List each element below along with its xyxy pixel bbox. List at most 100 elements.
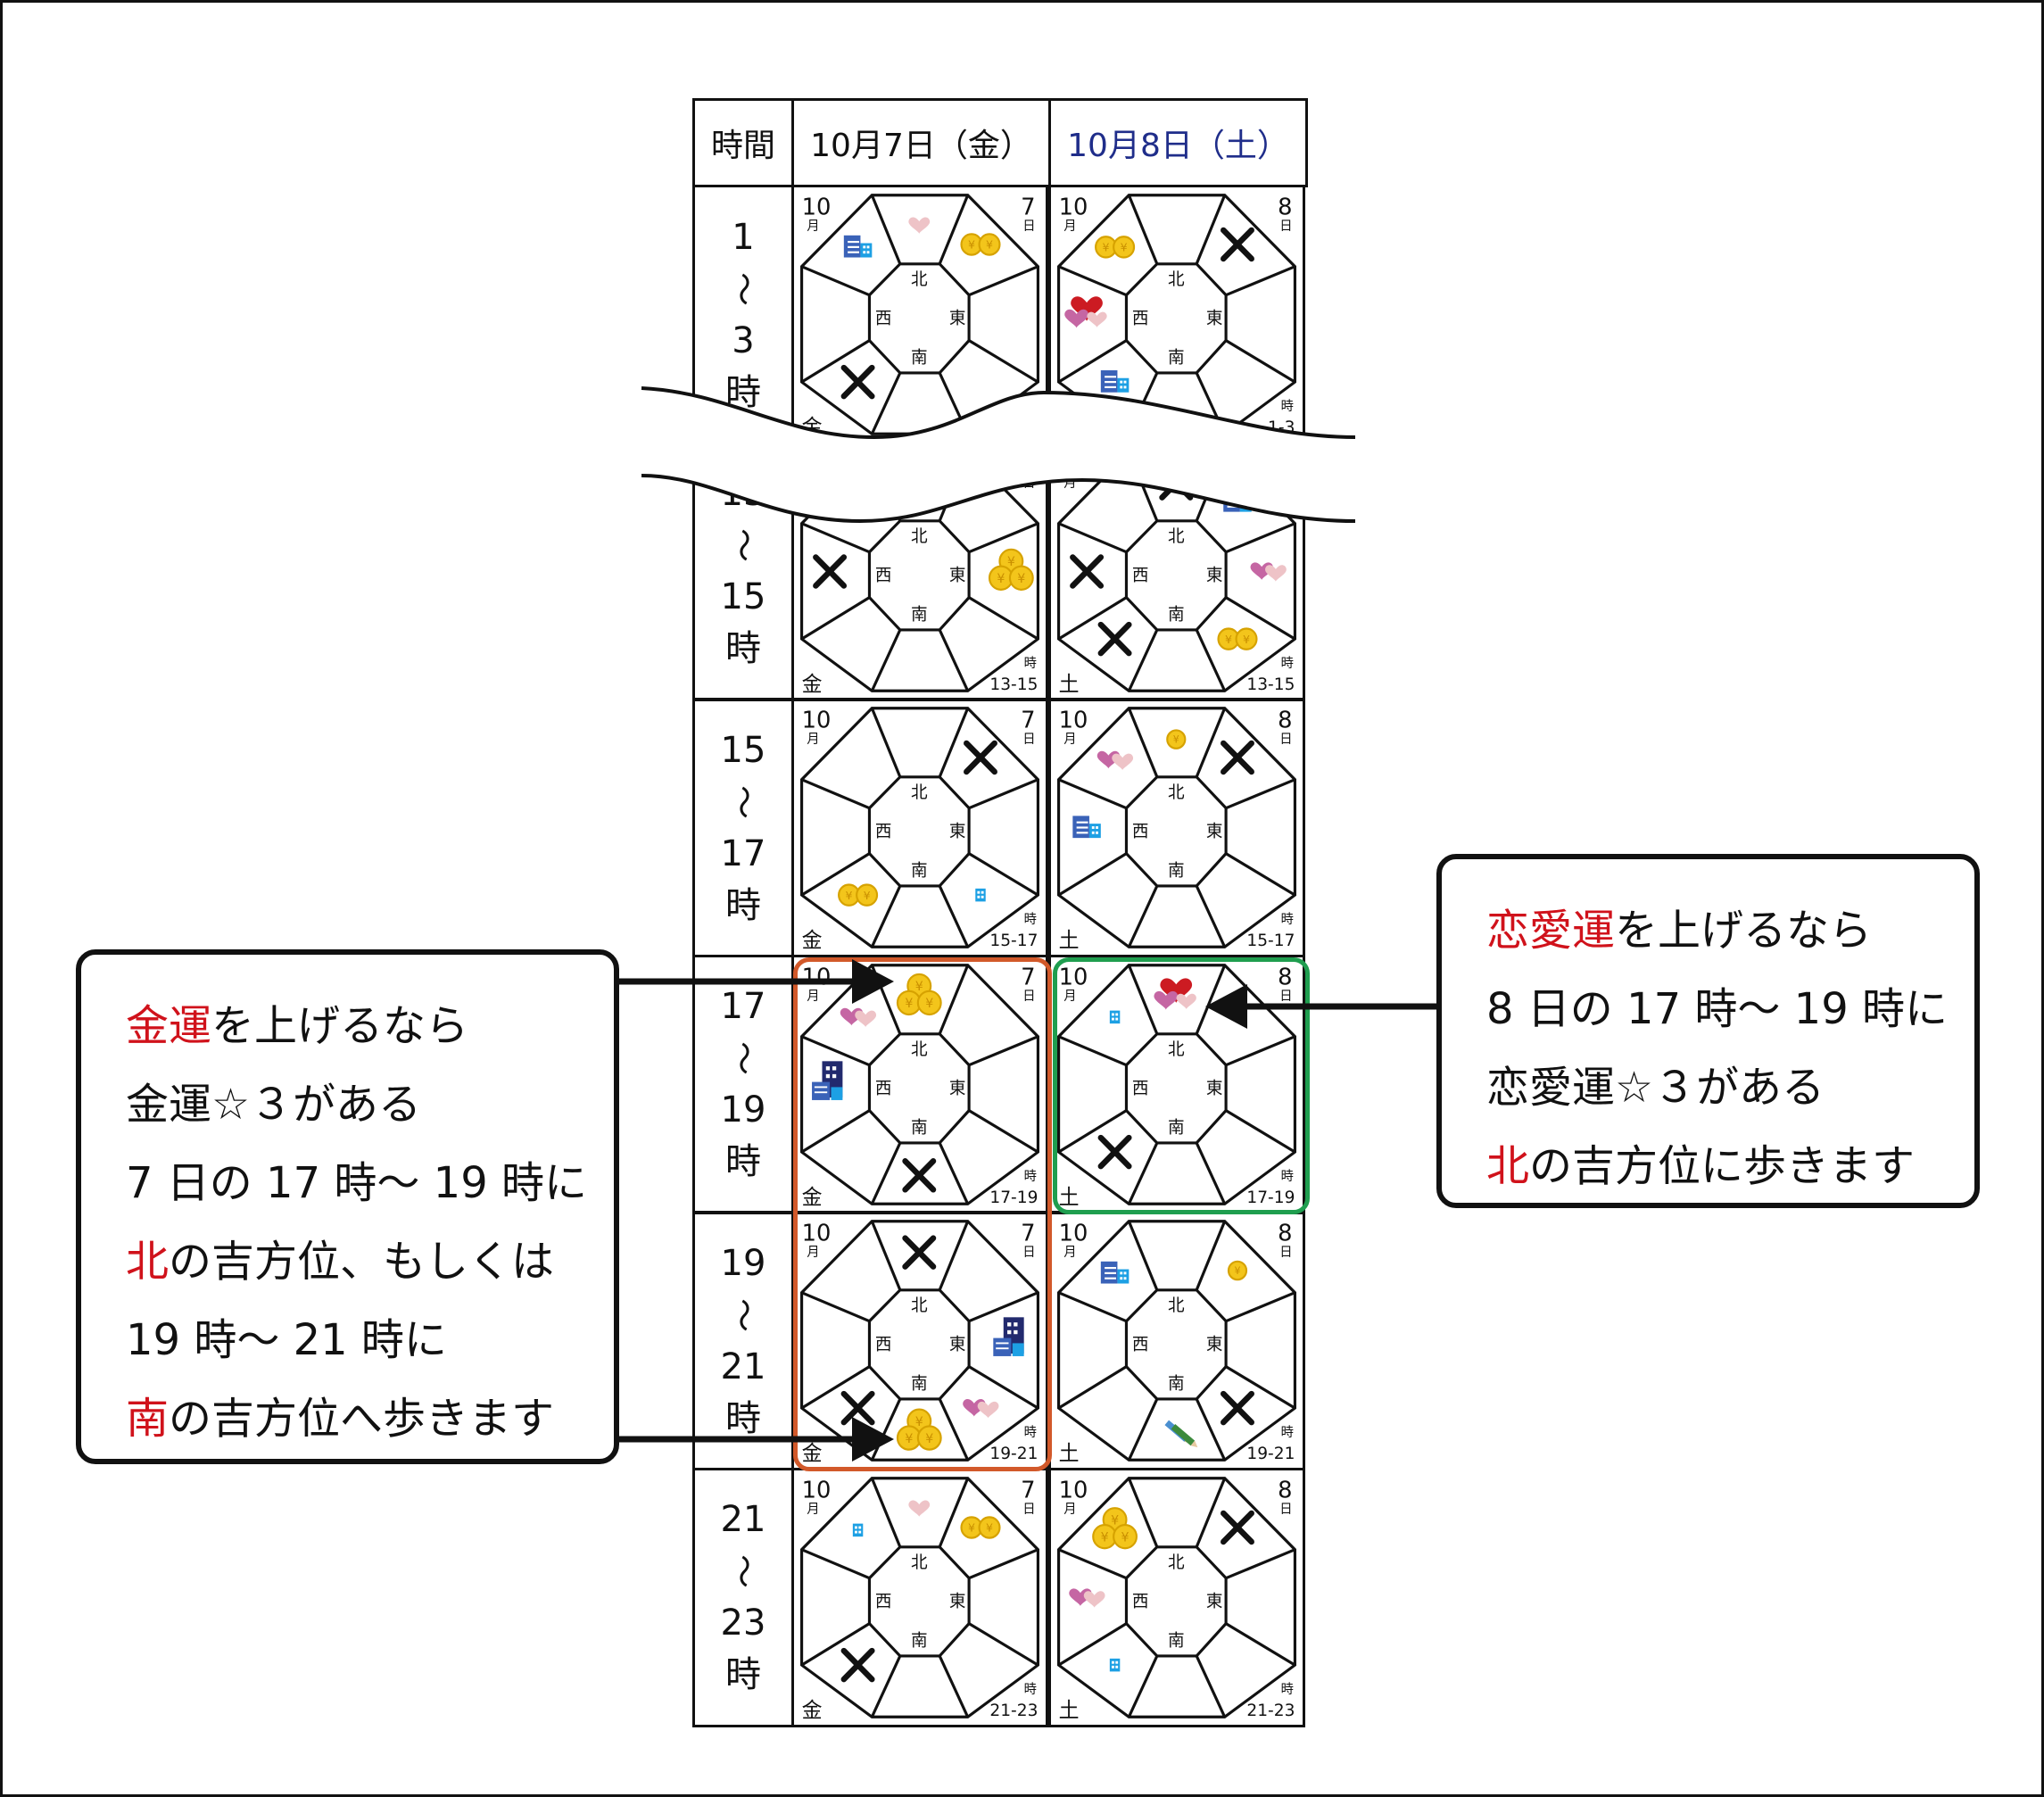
hour-range: 13-15 bbox=[1246, 675, 1295, 693]
day-unit: 日 bbox=[1279, 733, 1292, 747]
emphasis-text: 金運 bbox=[126, 1001, 212, 1051]
direction-chart-cell: 北 西 東 南 10 月 7 日 金 時 1-3 ¥¥ bbox=[791, 185, 1048, 444]
direction-east: 東 bbox=[949, 822, 966, 841]
direction-west: 西 bbox=[875, 566, 892, 584]
svg-text:¥: ¥ bbox=[846, 889, 853, 902]
month-unit: 月 bbox=[807, 219, 819, 234]
month-unit: 月 bbox=[807, 733, 819, 747]
bad-direction-x-icon bbox=[902, 1235, 937, 1270]
day-number: 7 bbox=[1021, 1477, 1035, 1503]
direction-chart-cell: 北 西 東 南 10 月 7 日 金 時 21-23 ¥¥ bbox=[791, 1467, 1048, 1727]
hour-range: 15-17 bbox=[1246, 932, 1295, 950]
time-tilde: 〜 bbox=[723, 784, 763, 819]
time-unit: 時 bbox=[725, 371, 761, 413]
direction-south: 南 bbox=[1168, 347, 1185, 367]
callout-line: 北の吉方位に歩きます bbox=[1486, 1130, 1915, 1193]
callout-line: 恋愛運を上げるなら bbox=[1486, 895, 1872, 957]
time-to: 23 bbox=[720, 1602, 766, 1644]
bad-direction-x-icon bbox=[1097, 621, 1132, 656]
month-number: 10 bbox=[802, 451, 832, 477]
hour-unit: 時 bbox=[1024, 1425, 1037, 1440]
octagon-compass: 北 西 東 南 10 月 7 日 金 時 19-21 ¥¥¥ bbox=[800, 1220, 1039, 1465]
direction-south: 南 bbox=[1168, 860, 1185, 880]
highlight-money-cells bbox=[793, 957, 1052, 1471]
building-small-icon bbox=[852, 1523, 864, 1536]
svg-text:¥: ¥ bbox=[1101, 1530, 1109, 1544]
bad-direction-x-icon bbox=[840, 1647, 875, 1682]
month-unit: 月 bbox=[1063, 1246, 1076, 1260]
svg-text:¥: ¥ bbox=[968, 238, 975, 252]
hour-unit: 時 bbox=[1281, 912, 1294, 927]
svg-text:¥: ¥ bbox=[1243, 632, 1250, 645]
bad-direction-x-icon bbox=[1159, 465, 1194, 501]
heart-icon bbox=[908, 217, 931, 235]
day-number: 8 bbox=[1278, 707, 1292, 733]
day-unit: 日 bbox=[1279, 1502, 1292, 1516]
month-number: 10 bbox=[802, 1220, 832, 1246]
weekday: 土 bbox=[1059, 929, 1080, 952]
direction-west: 西 bbox=[875, 1592, 892, 1611]
svg-text:¥: ¥ bbox=[925, 997, 933, 1011]
direction-north: 北 bbox=[911, 1296, 928, 1315]
hearts-icon bbox=[1250, 561, 1287, 582]
weekday: 金 bbox=[802, 929, 823, 952]
direction-chart-cell: 北 西 東 南 10 月 8 日 土 時 15-17 ¥ bbox=[1048, 698, 1305, 957]
building-small-icon bbox=[1109, 1010, 1121, 1023]
time-tilde: 〜 bbox=[723, 1040, 763, 1076]
hour-unit: 時 bbox=[1024, 1169, 1037, 1184]
month-number: 10 bbox=[1059, 1477, 1088, 1503]
svg-text:¥: ¥ bbox=[968, 1520, 975, 1534]
svg-text:¥: ¥ bbox=[1111, 1513, 1119, 1528]
time-to: 3 bbox=[732, 319, 755, 361]
callout-line: 金運を上げるなら bbox=[126, 990, 468, 1053]
direction-south: 南 bbox=[911, 347, 928, 367]
coins-icon: ¥¥ bbox=[960, 233, 1001, 256]
bad-direction-x-icon bbox=[1097, 1134, 1132, 1169]
hour-unit: 時 bbox=[1281, 1425, 1294, 1440]
time-tilde: 〜 bbox=[723, 1297, 763, 1332]
bad-direction-x-icon bbox=[964, 740, 997, 775]
time-unit: 時 bbox=[725, 628, 761, 669]
direction-east: 東 bbox=[1206, 565, 1223, 584]
coins-icon: ¥¥ bbox=[1095, 236, 1136, 259]
time-tilde: 〜 bbox=[723, 271, 763, 306]
office-buildings-icon bbox=[993, 1317, 1024, 1356]
direction-chart-cell: 北 西 東 南 10 月 7 日 金 時 13-15 ¥¥¥ bbox=[791, 441, 1048, 701]
building-small-icon bbox=[975, 888, 986, 902]
direction-south: 南 bbox=[1168, 1117, 1185, 1137]
day-unit: 日 bbox=[1022, 733, 1035, 747]
month-unit: 月 bbox=[1063, 219, 1076, 234]
direction-east: 東 bbox=[949, 1591, 966, 1611]
direction-east: 東 bbox=[1206, 1078, 1223, 1097]
day-unit: 日 bbox=[1022, 219, 1035, 234]
svg-text:¥: ¥ bbox=[1225, 632, 1232, 645]
callout-text: を上げるなら bbox=[211, 1001, 469, 1051]
octagon-compass: 北 西 東 南 10 月 8 日 土 時 13-15 ¥¥ bbox=[1057, 450, 1296, 696]
direction-north: 北 bbox=[911, 1552, 928, 1571]
month-number: 10 bbox=[1059, 1220, 1088, 1246]
hour-range: 1-3 bbox=[1011, 418, 1038, 437]
hour-unit: 時 bbox=[1281, 1169, 1294, 1184]
time-to: 17 bbox=[720, 832, 766, 874]
callout-text: の吉方位、もしくは bbox=[169, 1237, 555, 1287]
callout-line: 南の吉方位へ歩きます bbox=[126, 1383, 554, 1445]
direction-north: 北 bbox=[1168, 1552, 1185, 1571]
hour-range: 13-15 bbox=[989, 675, 1038, 693]
callout-line: 7 日の 17 時～ 19 時に bbox=[126, 1147, 587, 1210]
direction-north: 北 bbox=[1168, 526, 1185, 545]
direction-east: 東 bbox=[949, 565, 966, 584]
direction-north: 北 bbox=[911, 526, 928, 545]
time-unit: 時 bbox=[725, 1397, 761, 1439]
month-unit: 月 bbox=[1063, 476, 1076, 490]
direction-south: 南 bbox=[1168, 604, 1185, 624]
octagon-compass: 北 西 東 南 10 月 8 日 土 時 21-23 ¥¥¥ bbox=[1057, 1476, 1296, 1722]
hearts-red-icon bbox=[1064, 296, 1107, 328]
month-unit: 月 bbox=[1063, 733, 1076, 747]
direction-west: 西 bbox=[875, 310, 892, 328]
building-icon bbox=[1100, 370, 1130, 393]
hearts-red-icon bbox=[1154, 977, 1196, 1010]
